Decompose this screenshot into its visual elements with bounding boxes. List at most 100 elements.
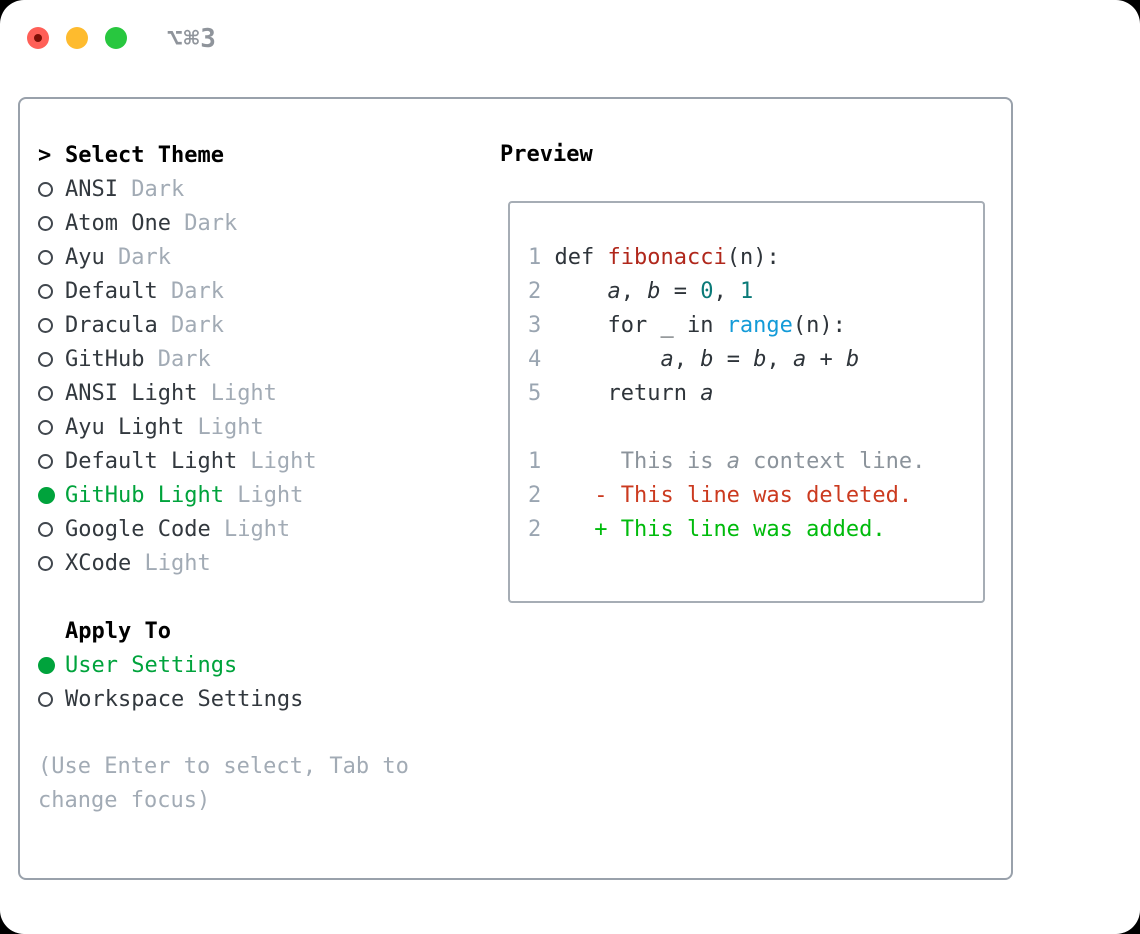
minimize-button[interactable] (66, 27, 88, 49)
code-line (528, 411, 983, 445)
line-number: 1 (528, 245, 555, 270)
radio-unselected-icon (38, 555, 65, 571)
zoom-button[interactable] (105, 27, 127, 49)
code-line: 4 a, b = b, a + b (528, 343, 983, 377)
theme-option[interactable]: ANSI Dark (38, 172, 409, 206)
theme-variant-badge: Dark (157, 312, 224, 338)
radio-unselected-icon (38, 453, 65, 469)
apply-to-label: Apply To (65, 618, 171, 644)
code-token: range (726, 313, 793, 338)
theme-name: Ayu (65, 244, 105, 270)
code-token: , (620, 279, 648, 304)
spacer (38, 580, 409, 614)
theme-name: XCode (65, 550, 132, 576)
radio-unselected-icon (38, 521, 65, 537)
theme-name: Atom One (65, 210, 171, 236)
code-token: a (607, 279, 621, 304)
radio-unselected-icon (38, 215, 65, 231)
code-token: return (554, 381, 701, 406)
theme-variant-badge: Light (131, 550, 211, 576)
theme-name: Dracula (65, 312, 158, 338)
code-token: a (660, 347, 674, 372)
code-line: 2 + This line was added. (528, 513, 983, 547)
apply-to-option-label: Workspace Settings (65, 686, 304, 712)
theme-option[interactable]: Atom One Dark (38, 206, 409, 240)
theme-variant-badge: Light (184, 414, 264, 440)
code-token: a (726, 449, 740, 474)
theme-name: GitHub (65, 346, 145, 372)
line-number: 3 (528, 313, 555, 338)
code-line: 2 - This line was deleted. (528, 479, 983, 513)
theme-name: ANSI Light (65, 380, 198, 406)
titlebar: ⌥⌘3 (0, 0, 1140, 76)
code-token: - This line was deleted. (554, 483, 913, 508)
radio-unselected-icon (38, 317, 65, 333)
help-text-line-2: change focus) (38, 788, 211, 813)
theme-variant-badge: Light (223, 482, 304, 508)
radio-selected-icon (38, 656, 65, 674)
code-line: 1 This is a context line. (528, 445, 983, 479)
apply-to-option-label: User Settings (65, 652, 238, 678)
theme-name: ANSI (65, 176, 118, 202)
radio-unselected-icon (38, 691, 65, 707)
theme-option[interactable]: Default Light Light (38, 444, 409, 478)
theme-option[interactable]: Ayu Dark (38, 240, 409, 274)
theme-option[interactable]: Google Code Light (38, 512, 409, 546)
theme-name: GitHub Light (65, 482, 224, 508)
focus-prompt: > (38, 143, 65, 168)
code-token: fibonacci (607, 245, 727, 270)
theme-variant-badge: Light (210, 516, 291, 542)
code-token: + This line was added. (554, 517, 886, 542)
radio-unselected-icon (38, 351, 65, 367)
theme-name: Default (65, 278, 158, 304)
theme-option[interactable]: Dracula Dark (38, 308, 409, 342)
help-text-line-1: (Use Enter to select, Tab to (38, 754, 409, 779)
code-line: 3 for _ in range(n): (528, 309, 983, 343)
code-line: 2 a, b = 0, 1 (528, 275, 983, 309)
code-token: = (660, 279, 701, 304)
code-token: context line. (739, 449, 926, 474)
theme-name: Default Light (65, 448, 238, 474)
code-token: , (713, 279, 740, 304)
code-token: , (766, 347, 793, 372)
code-token: a (792, 347, 807, 372)
code-token: b (700, 347, 714, 372)
apply-to-option[interactable]: Workspace Settings (38, 682, 409, 716)
apply-to-option[interactable]: User Settings (38, 648, 409, 682)
preview-title: Preview (500, 142, 593, 167)
code-line: 1 def fibonacci(n): (528, 241, 983, 275)
line-number: 1 (528, 449, 555, 474)
code-token: b (753, 347, 767, 372)
line-number: 2 (528, 279, 555, 304)
chevron-prompt-icon: > (38, 142, 52, 168)
theme-option[interactable]: GitHub Light Light (38, 478, 409, 512)
code-token: for _ in (554, 313, 727, 338)
theme-option[interactable]: ANSI Light Light (38, 376, 409, 410)
theme-option[interactable]: Default Dark (38, 274, 409, 308)
theme-variant-badge: Dark (170, 210, 238, 236)
spacer (38, 716, 409, 750)
line-number: 2 (528, 483, 555, 508)
code-token: = (713, 347, 754, 372)
theme-option[interactable]: GitHub Dark (38, 342, 409, 376)
theme-option[interactable]: XCode Light (38, 546, 409, 580)
theme-variant-badge: Dark (157, 278, 224, 304)
code-token (555, 347, 661, 372)
line-number: 4 (528, 347, 555, 372)
radio-unselected-icon (38, 385, 65, 401)
code-token: (n): (792, 313, 846, 338)
apply-to-header: Apply To (38, 614, 409, 648)
theme-option[interactable]: Ayu Light Light (38, 410, 409, 444)
theme-variant-badge: Dark (104, 244, 171, 270)
close-button[interactable] (27, 27, 49, 49)
code-token: This is (554, 449, 727, 474)
radio-unselected-icon (38, 283, 65, 299)
select-theme-header: >Select Theme (38, 138, 409, 172)
theme-variant-badge: Light (197, 380, 277, 406)
theme-name: Ayu Light (65, 414, 185, 440)
